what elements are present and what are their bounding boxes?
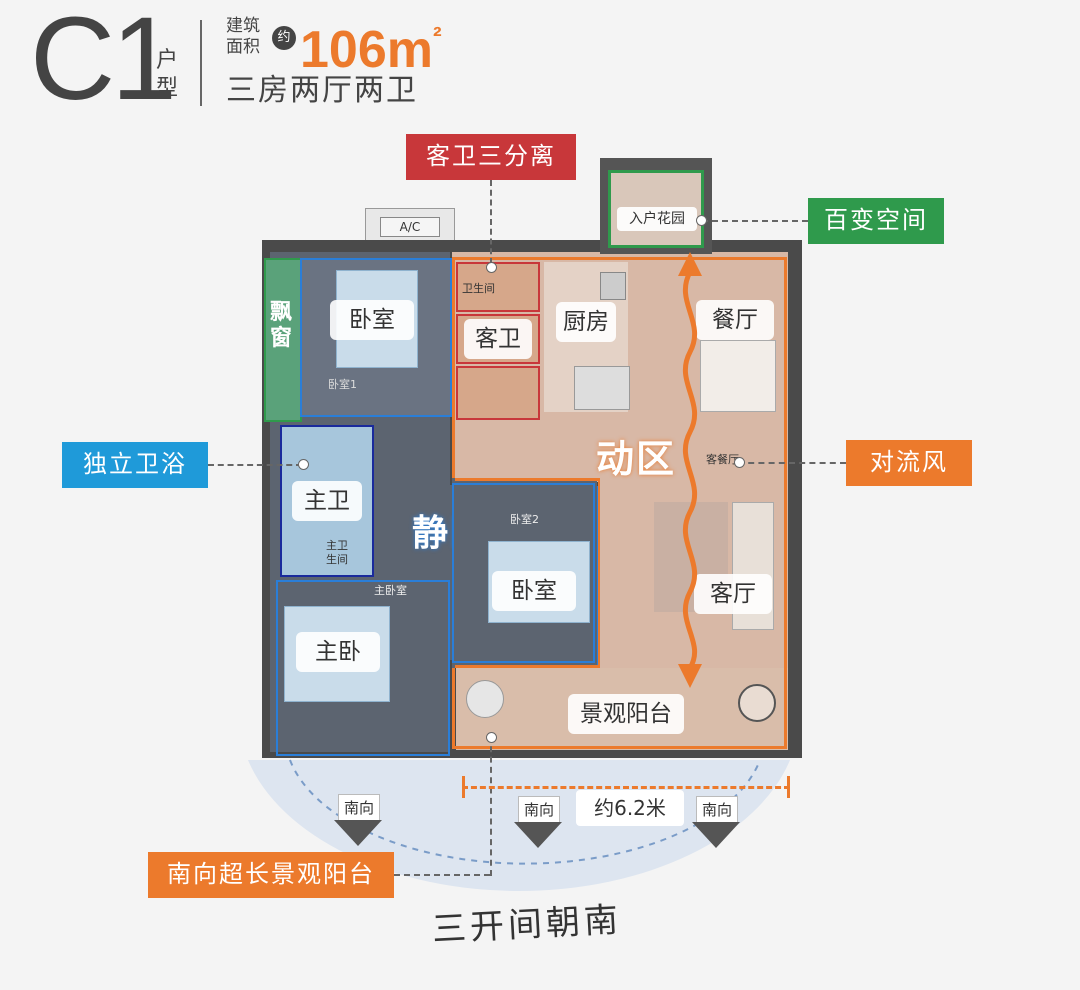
leader-south-balcony-h xyxy=(394,874,490,876)
leader-guest-bath xyxy=(490,180,492,264)
active-zone-label: 动区 xyxy=(596,437,677,481)
callout-flexible-space: 百变空间 xyxy=(808,198,944,244)
bedroom2-label-2: 卧室 xyxy=(492,571,576,611)
width-dim-tick-right xyxy=(787,776,790,798)
stove-fixture xyxy=(574,366,630,410)
master-bedroom-zone: 主卧室 主卧 xyxy=(276,580,450,756)
south-label-3: 南向 xyxy=(696,796,738,824)
south-label-1: 南向 xyxy=(338,794,380,822)
bedroom1-label: 卧室 xyxy=(330,300,414,340)
bedroom2-plan-label-2: 卧室2 xyxy=(510,513,539,526)
leader-dot-convection xyxy=(734,457,745,468)
washer-fixture xyxy=(466,680,504,718)
dining-label: 餐厅 xyxy=(696,300,774,340)
toilet-label: 卫生间 xyxy=(462,282,495,295)
entry-garden-label: 入户花园 xyxy=(617,207,697,231)
south-arrow-2 xyxy=(514,822,562,848)
active-zone-cut-v xyxy=(598,478,600,668)
model-suffix-2: 型 xyxy=(156,76,179,101)
bedroom1-plan-label: 卧室1 xyxy=(328,378,357,391)
convection-arrow xyxy=(678,252,702,688)
balcony-label: 景观阳台 xyxy=(568,694,684,734)
kitchen-label: 厨房 xyxy=(556,302,616,342)
guest-bath-zone: 客卫 xyxy=(456,314,540,364)
living-dining-plan-label: 客餐厅 xyxy=(706,453,739,466)
layout-description: 三房两厅两卫 xyxy=(226,73,418,108)
header-divider xyxy=(200,20,202,106)
width-label: 约6.2米 xyxy=(576,790,684,826)
leader-independent-bath xyxy=(208,464,302,466)
master-bath-zone: 主卫 主卫 生间 xyxy=(280,425,374,577)
bedroom2-frame: 卧室2 卧室 xyxy=(452,483,595,663)
guest-bath-label: 客卫 xyxy=(464,319,532,359)
callout-convection: 对流风 xyxy=(846,440,972,486)
area-unit: ² xyxy=(433,21,442,51)
approx-badge: 约 xyxy=(272,26,296,50)
active-zone-cut-h2 xyxy=(455,665,600,668)
master-bath-plan-2: 生间 xyxy=(326,553,348,566)
master-bedroom-plan-label: 主卧室 xyxy=(374,584,407,597)
leader-convection xyxy=(738,462,846,464)
leader-dot-bath xyxy=(298,459,309,470)
master-bedroom-label: 主卧 xyxy=(296,632,380,672)
master-bath-plan-1: 主卫 xyxy=(326,539,348,552)
area-label: 建筑面积 xyxy=(226,16,260,57)
master-bath-label: 主卫 xyxy=(292,481,362,521)
entry-garden-zone: 入户花园 xyxy=(608,170,704,248)
leader-dot-flexible xyxy=(696,215,707,226)
kitchen-zone: 厨房 xyxy=(544,262,630,412)
leader-dot-balcony xyxy=(486,732,497,743)
callout-south-balcony: 南向超长景观阳台 xyxy=(148,852,394,898)
living-label: 客厅 xyxy=(694,574,772,614)
callout-independent-bath: 独立卫浴 xyxy=(62,442,208,488)
south-arrow-3 xyxy=(692,822,740,848)
width-dim-tick-left xyxy=(462,776,465,798)
toilet-zone: 卫生间 xyxy=(456,262,540,312)
area-value: 106m² xyxy=(300,6,442,80)
south-arrow-1 xyxy=(334,820,382,846)
balcony-chair xyxy=(738,684,776,722)
sink-fixture xyxy=(600,272,626,300)
area-number: 106m xyxy=(300,21,433,79)
ac-unit: A/C xyxy=(365,208,455,246)
leader-dot-guest-bath xyxy=(486,262,497,273)
model-suffix-1: 户 xyxy=(156,48,179,73)
bay-window-label: 飘窗 xyxy=(269,300,292,351)
bay-window-zone: 飘窗 xyxy=(264,258,302,422)
south-arc-dashed xyxy=(289,759,761,865)
ac-label: A/C xyxy=(380,217,440,237)
guest-wash-zone xyxy=(456,366,540,420)
active-zone-cut-h xyxy=(455,478,600,481)
bedroom1-zone: 卧室 卧室1 xyxy=(300,258,452,417)
leader-south-balcony-v xyxy=(490,736,492,876)
leader-flexible-space xyxy=(702,220,808,222)
width-dimension-line xyxy=(462,786,790,789)
south-label-2: 南向 xyxy=(518,796,560,824)
model-code: C1 xyxy=(30,0,177,125)
dining-table xyxy=(700,340,776,412)
callout-guest-bath-separation: 客卫三分离 xyxy=(406,134,576,180)
